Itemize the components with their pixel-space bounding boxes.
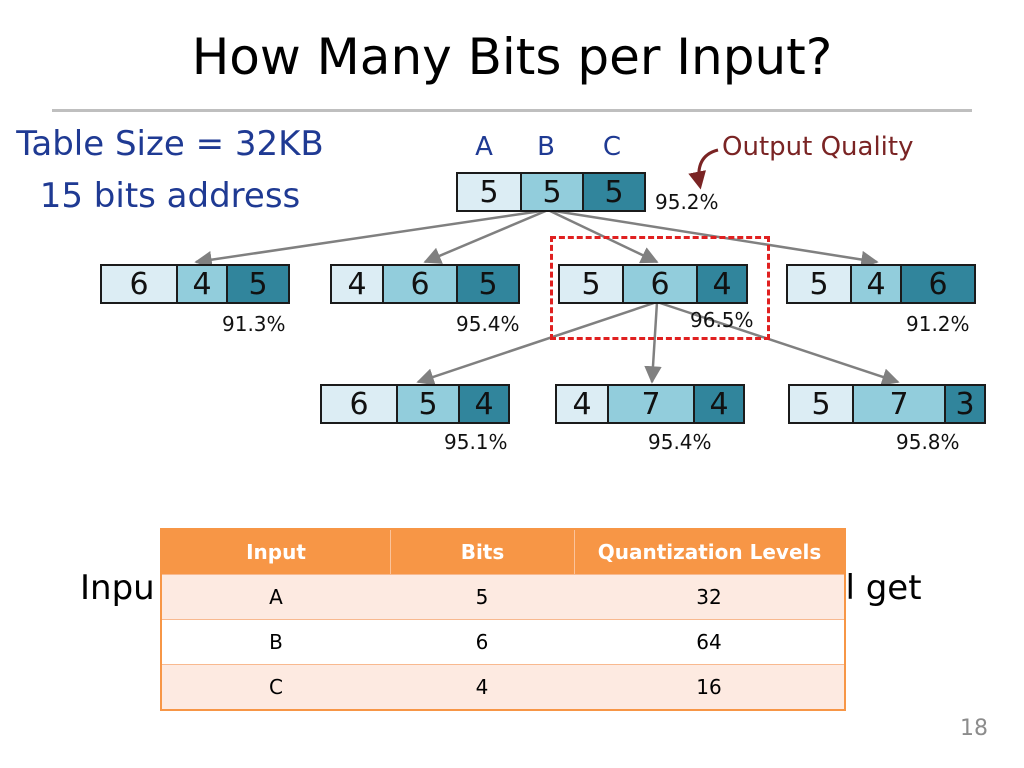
table-cell-bits: 5: [390, 575, 574, 619]
node-l2-3-quality: 95.8%: [896, 430, 960, 454]
link-root-l1-1: [194, 208, 549, 269]
table-row: B 6 64: [162, 619, 844, 664]
node-l1-1: 6 4 5: [100, 264, 290, 304]
node-l2-1-bits-a: 6: [322, 386, 396, 422]
table-cell-bits: 4: [390, 665, 574, 709]
output-quality-label: Output Quality: [722, 132, 914, 162]
node-root-bits-b: 5: [520, 174, 582, 210]
node-l1-4-bits-c: 6: [900, 266, 974, 302]
node-l2-2: 4 7 4: [555, 384, 745, 424]
table-header-bits: Bits: [390, 530, 574, 574]
node-root-bits-c: 5: [582, 174, 644, 210]
node-l1-2-bits-a: 4: [332, 266, 382, 302]
node-l2-2-bits-b: 7: [607, 386, 693, 422]
table-cell-input: A: [162, 575, 390, 619]
node-l1-2-bits-c: 5: [456, 266, 518, 302]
link-l1-l2-3: [656, 300, 900, 386]
node-root-quality: 95.2%: [655, 190, 719, 214]
title-divider: [52, 109, 972, 112]
table-header-levels: Quantization Levels: [574, 530, 844, 574]
node-l1-3-bits-b: 6: [622, 266, 696, 302]
table-cell-levels: 32: [574, 575, 844, 619]
node-l1-4-bits-a: 5: [788, 266, 850, 302]
node-l1-3-quality: 96.5%: [690, 308, 754, 332]
link-root-l1-2: [423, 208, 549, 264]
node-l1-3: 5 6 4: [558, 264, 748, 304]
node-l1-3-bits-a: 5: [560, 266, 622, 302]
selected-config-highlight: [550, 236, 770, 340]
table-row: A 5 32: [162, 574, 844, 619]
node-l1-2-bits-b: 6: [382, 266, 456, 302]
link-l1-l2-1: [416, 300, 658, 386]
obscured-text-right: ll get: [836, 568, 922, 608]
table-size-label: Table Size = 32KB: [16, 124, 324, 164]
bits-table: Input Bits Quantization Levels A 5 32 B …: [160, 528, 846, 711]
obscured-text-left: Inpu: [80, 568, 155, 608]
node-l2-3-bits-b: 7: [852, 386, 944, 422]
node-l1-2: 4 6 5: [330, 264, 520, 304]
node-root: 5 5 5: [456, 172, 646, 212]
address-bits-label: 15 bits address: [39, 176, 301, 216]
node-l1-3-bits-c: 4: [696, 266, 746, 302]
slide-title: How Many Bits per Input?: [191, 28, 833, 86]
input-c-header: C: [602, 132, 622, 162]
node-l1-2-quality: 95.4%: [456, 312, 520, 336]
node-l2-3: 5 7 3: [788, 384, 986, 424]
node-l1-4: 5 4 6: [786, 264, 976, 304]
node-l1-1-bits-c: 5: [226, 266, 288, 302]
page-number: 18: [960, 716, 988, 741]
node-l1-1-bits-a: 6: [102, 266, 176, 302]
table-cell-levels: 64: [574, 620, 844, 664]
node-l2-2-bits-a: 4: [557, 386, 607, 422]
table-cell-input: B: [162, 620, 390, 664]
node-l1-4-quality: 91.2%: [906, 312, 970, 336]
node-l1-4-bits-b: 4: [850, 266, 900, 302]
table-row: C 4 16: [162, 664, 844, 709]
table-header-row: Input Bits Quantization Levels: [162, 530, 844, 574]
input-a-header: A: [475, 132, 493, 162]
node-l2-3-bits-c: 3: [944, 386, 984, 422]
link-l1-l2-2: [644, 301, 662, 384]
table-cell-levels: 16: [574, 665, 844, 709]
node-l2-1: 6 5 4: [320, 384, 510, 424]
table-cell-input: C: [162, 665, 390, 709]
output-quality-arrow: [688, 148, 719, 190]
node-root-bits-a: 5: [458, 174, 520, 210]
node-l2-1-quality: 95.1%: [444, 430, 508, 454]
node-l2-1-bits-b: 5: [396, 386, 458, 422]
node-l2-2-bits-c: 4: [693, 386, 743, 422]
table-header-input: Input: [162, 530, 390, 574]
node-l1-1-quality: 91.3%: [222, 312, 286, 336]
node-l2-3-bits-a: 5: [790, 386, 852, 422]
node-l1-1-bits-b: 4: [176, 266, 226, 302]
input-b-header: B: [537, 132, 555, 162]
table-cell-bits: 6: [390, 620, 574, 664]
node-l2-2-quality: 95.4%: [648, 430, 712, 454]
node-l2-1-bits-c: 4: [458, 386, 508, 422]
